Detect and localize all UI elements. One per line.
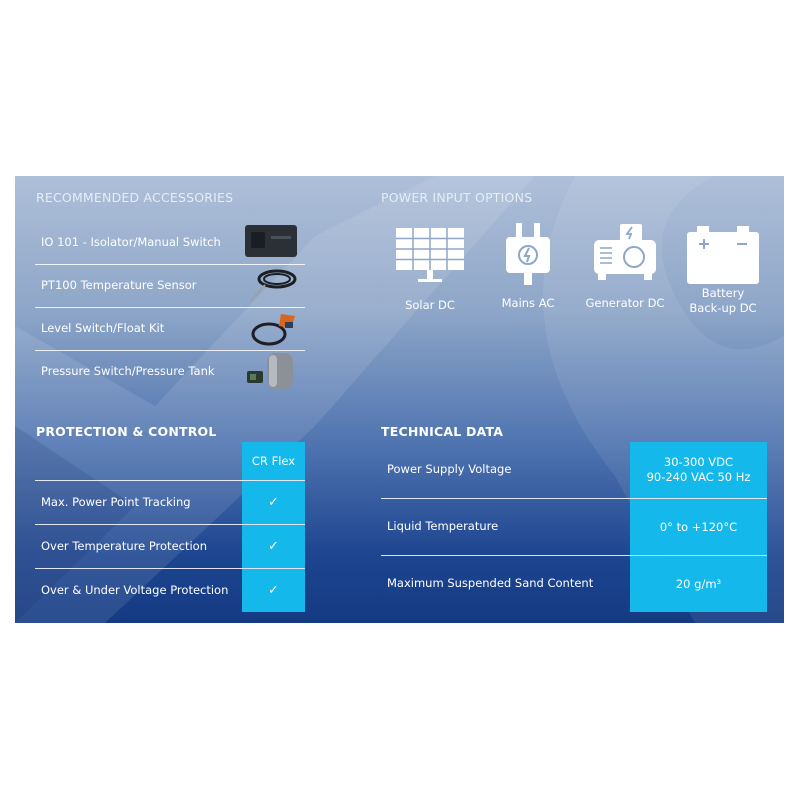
protection-row-label: Over Temperature Protection [41, 539, 207, 553]
protection-column-header: CR Flex [242, 442, 305, 480]
mains-plug-icon [506, 223, 550, 285]
accessory-label: PT100 Temperature Sensor [41, 278, 197, 292]
power-option-mains: Mains AC [488, 221, 568, 311]
generator-icon [594, 224, 656, 280]
accessory-label: Level Switch/Float Kit [41, 321, 165, 335]
technical-row: Power Supply Voltage 30-300 VDC 90-240 V… [381, 442, 767, 498]
checkmark-icon: ✓ [242, 525, 305, 568]
protection-title: PROTECTION & CONTROL [36, 424, 217, 439]
protection-row: Max. Power Point Tracking ✓ [35, 480, 305, 524]
power-option-generator: Generator DC [585, 222, 665, 311]
technical-row-value: 30-300 VDC 90-240 VAC 50 Hz [630, 442, 767, 498]
accessory-label: Pressure Switch/Pressure Tank [41, 364, 215, 378]
power-option-solar: Solar DC [390, 226, 470, 313]
accessory-item: PT100 Temperature Sensor [35, 265, 305, 308]
checkmark-icon: ✓ [242, 481, 305, 524]
protection-row-label: Over & Under Voltage Protection [41, 583, 229, 597]
power-option-label: Battery Back-up DC [689, 286, 757, 315]
technical-title: TECHNICAL DATA [381, 424, 504, 439]
power-title: POWER INPUT OPTIONS [381, 190, 533, 205]
power-option-label: Generator DC [585, 296, 665, 310]
product-spec-panel: RECOMMENDED ACCESSORIES IO 101 - Isolato… [15, 176, 784, 623]
pressure-tank-icon [247, 353, 293, 389]
technical-row: Maximum Suspended Sand Content 20 g/m³ [381, 555, 767, 612]
protection-row: Over Temperature Protection ✓ [35, 524, 305, 568]
temperature-sensor-icon [250, 269, 297, 302]
solar-panel-icon [396, 228, 464, 282]
protection-row: Over & Under Voltage Protection ✓ [35, 568, 305, 612]
accessory-item: Pressure Switch/Pressure Tank [35, 351, 305, 393]
accessory-label: IO 101 - Isolator/Manual Switch [41, 235, 221, 249]
isolator-switch-icon [245, 225, 297, 257]
power-option-battery: Battery Back-up DC [683, 224, 763, 316]
accessory-item: Level Switch/Float Kit [35, 308, 305, 351]
technical-row: Liquid Temperature 0° to +120°C [381, 498, 767, 555]
protection-row-label: Max. Power Point Tracking [41, 495, 191, 509]
checkmark-icon: ✓ [242, 569, 305, 612]
technical-row-value: 20 g/m³ [630, 556, 767, 612]
technical-row-value: 0° to +120°C [630, 499, 767, 555]
float-switch-icon [251, 314, 295, 346]
power-option-label: Mains AC [501, 296, 555, 310]
technical-row-label: Liquid Temperature [387, 519, 499, 533]
accessories-title: RECOMMENDED ACCESSORIES [36, 190, 234, 205]
technical-row-label: Power Supply Voltage [387, 462, 512, 476]
battery-icon [687, 226, 759, 284]
accessory-item: IO 101 - Isolator/Manual Switch [35, 222, 305, 265]
technical-row-label: Maximum Suspended Sand Content [387, 576, 594, 590]
power-option-label: Solar DC [405, 298, 455, 312]
